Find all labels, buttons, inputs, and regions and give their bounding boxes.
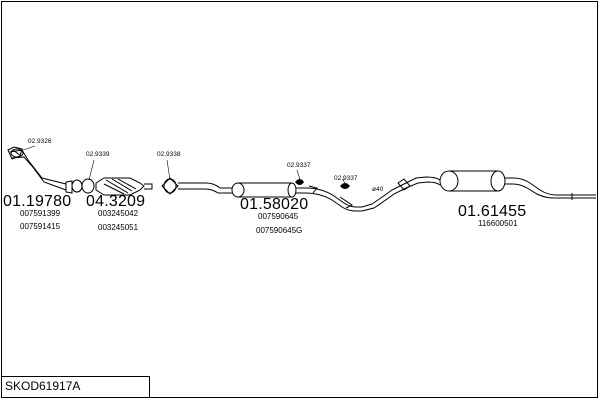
middle-silencer-icon <box>231 182 362 212</box>
clamp-ring-icon <box>81 178 95 194</box>
front-pipe-icon <box>7 146 73 194</box>
diagram-code-box <box>1 376 150 398</box>
part-number-1: 01.19780 <box>3 193 72 210</box>
accessory-label-4: 02.9337 <box>287 162 311 169</box>
rubber-hanger-icon <box>308 185 318 194</box>
rear-silencer-icon <box>439 170 596 200</box>
diagram-code: SKOD61917A <box>5 379 81 393</box>
accessory-label-5: 02.9337 <box>334 175 358 182</box>
middle-pipe-icon <box>178 182 232 194</box>
part-ref-2a: 003245042 <box>98 209 139 218</box>
rear-pipe-icon <box>361 176 441 212</box>
part-number-4: 01.61455 <box>458 203 527 220</box>
bracket-icon <box>161 177 179 195</box>
ring-gasket-icon <box>71 179 83 193</box>
catalyst-icon <box>95 177 153 196</box>
accessory-label-2: 02.9339 <box>86 151 110 158</box>
hanger-blob-icon <box>295 179 304 185</box>
clamp-ring-icon-2 <box>163 178 177 194</box>
hanger-blob-icon-2 <box>340 183 350 189</box>
part-number-3: 01.58020 <box>240 196 309 213</box>
accessory-label-3: 02.9338 <box>157 151 181 158</box>
rubber-hanger-icon-2 <box>339 196 353 209</box>
part-ref-1a: 007591399 <box>20 209 61 218</box>
gasket-icon <box>10 148 24 158</box>
part-ref-3b: 007590645G <box>256 226 303 235</box>
part-ref-2b: 003245051 <box>98 223 139 232</box>
accessory-label-1: 02.9326 <box>28 138 52 145</box>
part-ref-1b: 007591415 <box>20 222 61 231</box>
part-ref-3a: 007590645 <box>258 212 299 221</box>
part-ref-4a: 116600501 <box>478 219 518 228</box>
part-number-2: 04.3209 <box>86 193 146 210</box>
pipe-diameter-label: ø40 <box>372 186 384 193</box>
